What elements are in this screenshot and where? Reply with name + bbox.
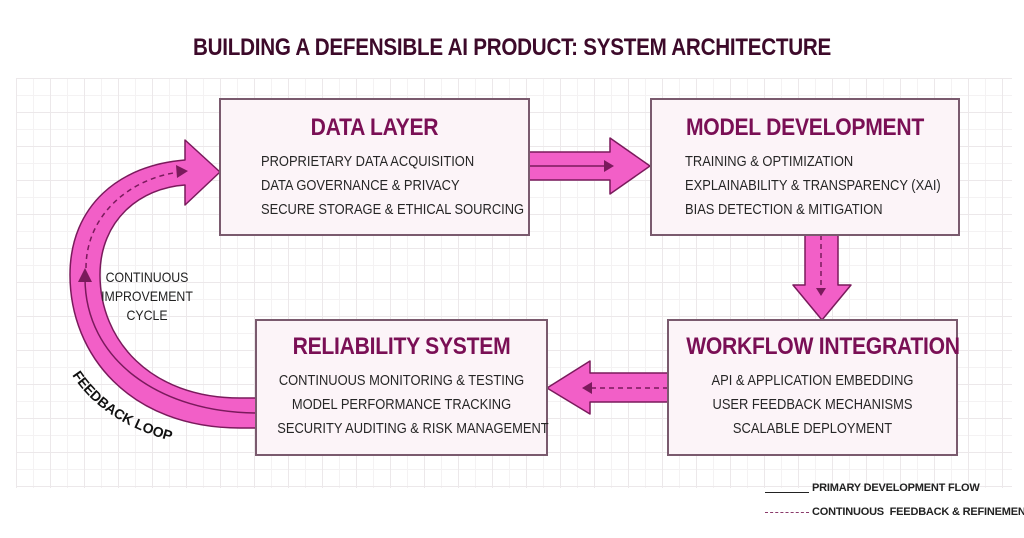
- continuous-improvement-label: CONTINUOUS IMPROVEMENT CYCLE: [99, 268, 196, 325]
- legend-feedback-label: CONTINUOUS FEEDBACK & REFINEMENT: [812, 506, 1024, 518]
- workflow-integration-box: WORKFLOW INTEGRATION API & APPLICATION E…: [667, 319, 960, 456]
- data-layer-title: DATA LAYER: [310, 114, 439, 141]
- feedback-loop-dashed-line: [85, 171, 181, 269]
- cycle-label-line: CONTINUOUS: [105, 269, 189, 285]
- cycle-label-line: CYCLE: [126, 307, 168, 323]
- model-development-item: EXPLAINABILITY & TRANSPARENCY (XAI): [685, 177, 941, 194]
- reliability-system-item: SECURITY AUDITING & RISK MANAGEMENT: [277, 420, 549, 437]
- feedback-loop-solid-line: [84, 277, 259, 414]
- dashed-line-icon: [765, 511, 809, 513]
- model-development-box: MODEL DEVELOPMENT TRAINING & OPTIMIZATIO…: [650, 98, 960, 236]
- data-layer-item: DATA GOVERNANCE & PRIVACY: [261, 177, 460, 194]
- arrowhead-icon: [582, 382, 592, 394]
- data-layer-box: DATA LAYER PROPRIETARY DATA ACQUISITION …: [219, 98, 530, 236]
- arrowhead-icon: [604, 160, 614, 172]
- legend: PRIMARY DEVELOPMENT FLOW CONTINUOUS FEED…: [765, 476, 1024, 524]
- data-layer-item: PROPRIETARY DATA ACQUISITION: [261, 153, 475, 170]
- workflow-integration-item: API & APPLICATION EMBEDDING: [711, 372, 914, 389]
- legend-primary-label: PRIMARY DEVELOPMENT FLOW: [812, 482, 980, 494]
- model-development-item: TRAINING & OPTIMIZATION: [685, 153, 854, 170]
- reliability-system-box: RELIABILITY SYSTEM CONTINUOUS MONITORING…: [255, 319, 549, 456]
- arrow-workflow-to-reliability: [546, 360, 669, 415]
- arrow-data-to-model: [528, 137, 651, 195]
- feedback-loop-arrow: [69, 139, 259, 429]
- legend-item-primary: PRIMARY DEVELOPMENT FLOW: [765, 476, 1024, 500]
- feedback-loop-arrowhead-icon: [78, 268, 92, 282]
- reliability-system-title: RELIABILITY SYSTEM: [292, 333, 511, 360]
- reliability-system-item: MODEL PERFORMANCE TRACKING: [291, 396, 512, 413]
- model-development-item: BIAS DETECTION & MITIGATION: [685, 201, 883, 218]
- solid-line-icon: [765, 491, 809, 493]
- arrow-model-to-workflow: [792, 234, 852, 321]
- cycle-label-line: IMPROVEMENT: [101, 288, 193, 304]
- workflow-integration-title: WORKFLOW INTEGRATION: [686, 333, 960, 360]
- data-layer-item: SECURE STORAGE & ETHICAL SOURCING: [261, 201, 525, 218]
- legend-item-feedback: CONTINUOUS FEEDBACK & REFINEMENT: [765, 500, 1024, 524]
- workflow-integration-item: USER FEEDBACK MECHANISMS: [712, 396, 913, 413]
- workflow-integration-item: SCALABLE DEPLOYMENT: [732, 420, 893, 437]
- diagram-title: BUILDING A DEFENSIBLE AI PRODUCT: SYSTEM…: [192, 34, 832, 61]
- arrowhead-icon: [816, 288, 826, 296]
- feedback-loop-dashed-arrowhead-icon: [176, 165, 188, 178]
- reliability-system-item: CONTINUOUS MONITORING & TESTING: [278, 372, 525, 389]
- model-development-title: MODEL DEVELOPMENT: [685, 114, 925, 141]
